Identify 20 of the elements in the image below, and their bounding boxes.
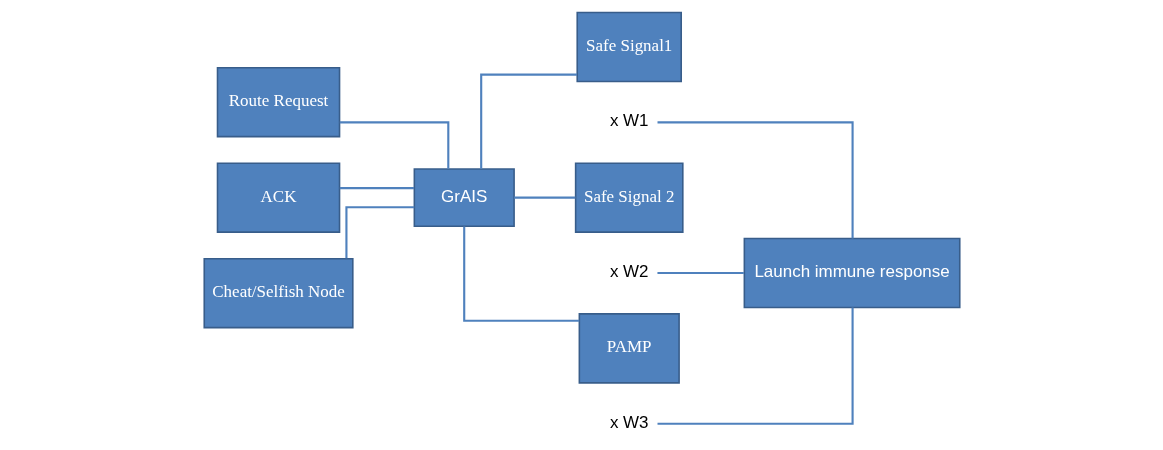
- node-box: ACK: [216, 162, 340, 233]
- connector: [656, 271, 744, 275]
- connector: [513, 196, 575, 199]
- connector: [339, 187, 414, 190]
- connector: [344, 206, 414, 259]
- connector: [339, 121, 449, 169]
- connector: [657, 121, 854, 239]
- node-box: GrAIS: [413, 168, 515, 228]
- connector: [657, 307, 854, 425]
- node-text: x W2: [609, 262, 649, 282]
- connector: [462, 226, 579, 322]
- node-box: PAMP: [578, 313, 680, 384]
- node-box: Safe Signal1: [575, 11, 682, 83]
- node-box: Route Request: [216, 66, 340, 138]
- node-text: x W3: [609, 412, 649, 432]
- node-box: Cheat/Selfish Node: [202, 257, 354, 329]
- node-box: Launch immune response: [743, 237, 961, 309]
- node-text: x W1: [609, 111, 649, 131]
- node-box: Safe Signal 2: [574, 162, 684, 233]
- connector: [479, 73, 577, 169]
